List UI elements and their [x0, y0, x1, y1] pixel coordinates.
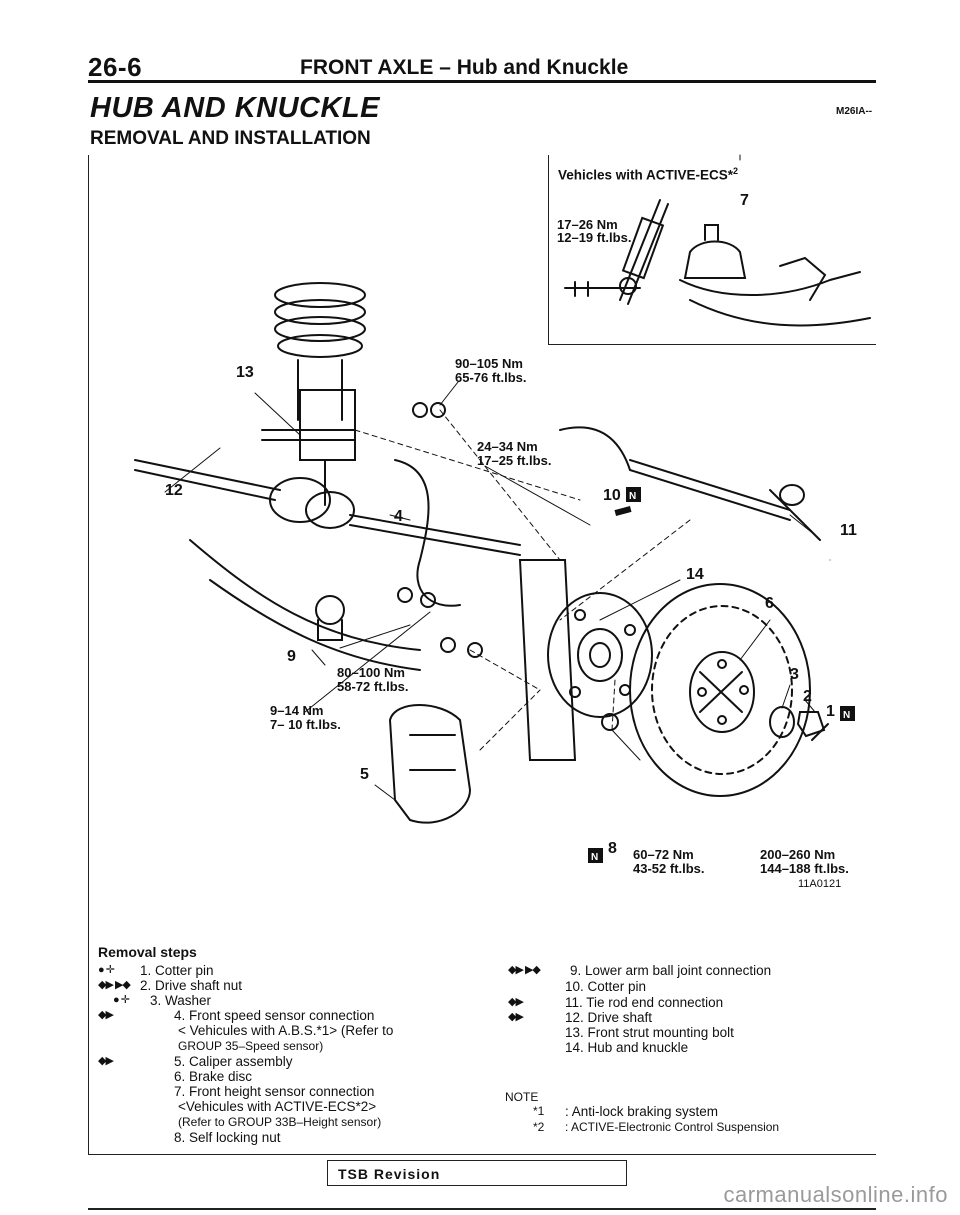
step-text: 5. Caliper assembly	[174, 1054, 293, 1069]
note-text: : ACTIVE-Electronic Control Suspension	[565, 1120, 780, 1134]
note-symbol: *1	[533, 1104, 545, 1118]
note-heading: NOTE	[505, 1090, 539, 1104]
step-mark: ◆▶	[508, 996, 524, 1008]
callout-10: 10	[603, 487, 621, 504]
callout-14: 14	[686, 566, 704, 583]
inset-caption-sup: 2	[733, 166, 739, 176]
page-header-title: FRONT AXLE – Hub and Knuckle	[300, 56, 629, 79]
callout-1: 1	[826, 703, 835, 720]
callout-8: 8	[608, 840, 617, 857]
step-text: 14. Hub and knuckle	[565, 1040, 689, 1055]
callout-4: 4	[394, 508, 403, 525]
step-text: 11. Tie rod end connection	[565, 995, 724, 1010]
torque-small-bolt-ftlbs: 7– 10 ft.lbs.	[270, 717, 341, 732]
step-text: GROUP 35–Speed sensor)	[178, 1039, 324, 1053]
figure-code: 11A0121	[798, 878, 842, 890]
torque-small-bolt-nm: 9–14 Nm	[270, 703, 324, 718]
step-text: 8. Self locking nut	[174, 1130, 281, 1145]
step-text: 1. Cotter pin	[140, 963, 214, 978]
torque-caliper-ftlbs: 58-72 ft.lbs.	[337, 679, 409, 694]
svg-text:N: N	[629, 491, 636, 502]
inset-torque-nm: 17–26 Nm	[557, 217, 618, 232]
section-code: M26IA--	[836, 106, 873, 117]
watermark: carmanualsonline.info	[723, 1182, 948, 1207]
callout-11: 11	[840, 522, 857, 539]
torque-strut-nm: 90–105 Nm	[455, 356, 523, 371]
callout-12: 12	[165, 482, 183, 499]
step-text: 12. Drive shaft	[565, 1010, 653, 1025]
note-text: : Anti-lock braking system	[565, 1104, 719, 1119]
step-text: 2. Drive shaft nut	[140, 978, 243, 993]
tsb-revision-box: TSB Revision	[327, 1160, 627, 1186]
step-mark: ◆▶ ▶◆	[98, 979, 131, 991]
step-text: 7. Front height sensor connection	[174, 1084, 375, 1099]
step-text: 13. Front strut mounting bolt	[565, 1025, 734, 1040]
step-text: 9. Lower arm ball joint connection	[570, 963, 772, 978]
torque-drive-shaft-nut-nm: 200–260 Nm	[760, 847, 836, 862]
torque-sensor-ftlbs: 17–25 ft.lbs.	[477, 453, 552, 468]
drive-shaft	[134, 459, 521, 556]
callout-5: 5	[360, 766, 369, 783]
torque-sensor-nm: 24–34 Nm	[477, 439, 538, 454]
header-rule	[88, 80, 876, 83]
torque-caliper-nm: 80–100 Nm	[337, 665, 405, 680]
torque-drive-shaft-nut-ftlbs: 144–188 ft.lbs.	[760, 861, 849, 876]
callout-9: 9	[287, 648, 296, 665]
step-text: 3. Washer	[150, 993, 212, 1008]
page-bottom-rule	[88, 1208, 876, 1210]
step-text: 10. Cotter pin	[565, 979, 647, 994]
strut-bolt	[261, 429, 356, 441]
step-text: < Vehicules with A.B.S.*1> (Refer to	[178, 1023, 394, 1038]
brake-caliper	[388, 704, 472, 824]
note-symbol: *2	[533, 1120, 545, 1134]
frame-left-rule	[88, 155, 89, 1155]
callout-13: 13	[236, 364, 254, 381]
step-mark: ● ✛	[113, 994, 130, 1006]
callout-6: 6	[765, 595, 774, 612]
step-mark: ◆▶	[508, 1011, 524, 1023]
tie-rod	[559, 426, 821, 541]
footer-rule	[88, 1154, 876, 1155]
page-number: 26-6	[88, 52, 143, 82]
inset-caption: Vehicles with ACTIVE-ECS*2	[558, 166, 739, 183]
section-title: HUB AND KNUCKLE	[90, 92, 380, 124]
svg-text:N: N	[591, 852, 598, 863]
step-text: (Refer to GROUP 33B–Height sensor)	[178, 1115, 382, 1129]
brake-disc	[629, 583, 811, 797]
active-ecs-inset	[548, 155, 876, 345]
inset-stabilizer-link	[564, 199, 871, 327]
torque-self-locking-nut-nm: 60–72 Nm	[633, 847, 694, 862]
step-mark: ◆▶	[98, 1055, 114, 1067]
step-text: 6. Brake disc	[174, 1069, 253, 1084]
callout-2: 2	[803, 688, 812, 705]
step-mark: ◆▶ ▶◆	[508, 964, 541, 976]
torque-strut-ftlbs: 65-76 ft.lbs.	[455, 370, 527, 385]
step-mark: ◆▶	[98, 1009, 114, 1021]
inset-callout-7: 7	[740, 192, 749, 209]
hub-knuckle	[518, 559, 653, 761]
step-text: 4. Front speed sensor connection	[174, 1008, 375, 1023]
callout-3: 3	[790, 666, 799, 683]
removal-steps-heading: Removal steps	[98, 944, 197, 960]
inset-torque-ftlbs: 12–19 ft.lbs.	[557, 230, 632, 245]
cotter-pin-shape	[811, 723, 829, 741]
section-subtitle: REMOVAL AND INSTALLATION	[90, 128, 371, 149]
step-mark: ● ✛	[98, 964, 115, 976]
lower-arm	[189, 539, 421, 671]
step-text: <Vehicules with ACTIVE-ECS*2>	[178, 1099, 377, 1114]
strut-spring	[274, 282, 366, 506]
torque-self-locking-nut-ftlbs: 43-52 ft.lbs.	[633, 861, 705, 876]
svg-text:N: N	[843, 710, 850, 721]
